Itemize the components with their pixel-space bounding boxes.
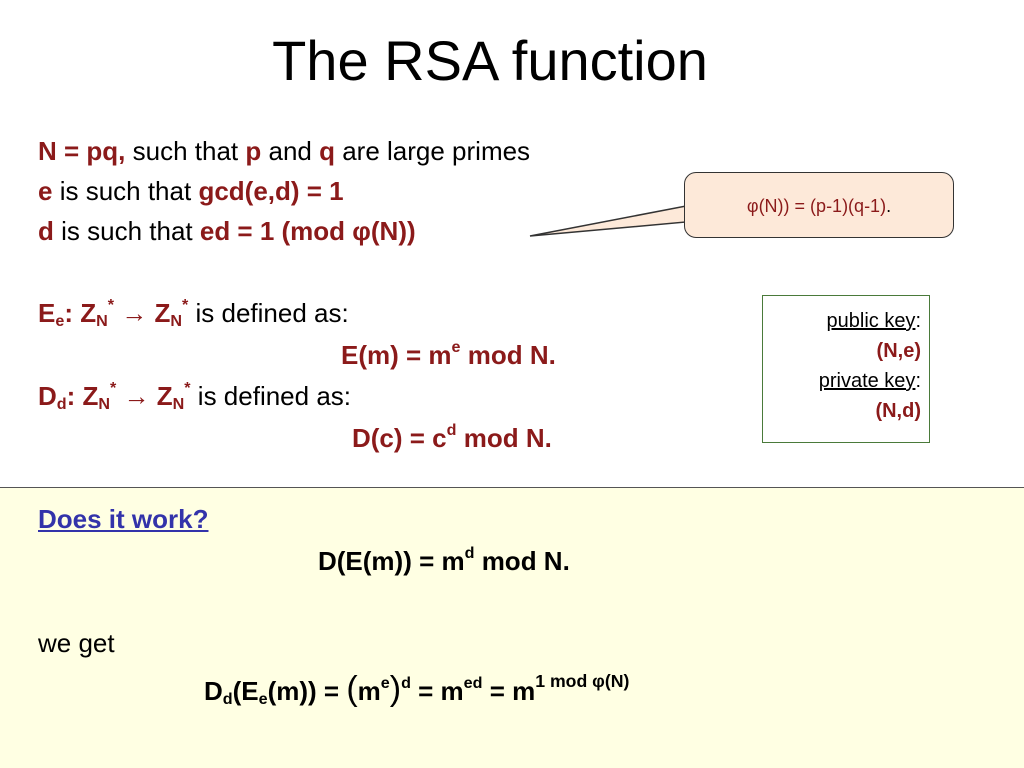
- public-key-value: (N,e): [876, 340, 921, 362]
- and-text: and: [261, 136, 320, 166]
- decryption-formula: D(c) = cd mod N.: [352, 420, 552, 453]
- composition-formula: D(E(m)) = md mod N.: [318, 543, 570, 576]
- public-key-row: public key:: [826, 310, 922, 332]
- encryption-definition-text: is defined as:: [188, 298, 349, 328]
- private-key-row: private key:: [818, 370, 921, 392]
- e-variable: e: [38, 176, 53, 206]
- encryption-formula: E(m) = me mod N.: [341, 337, 556, 370]
- public-key-label: public key: [826, 310, 916, 332]
- phi-callout-text: φ(N)) = (p-1)(q-1): [746, 196, 887, 216]
- decryption-function-name: Dd: ZN* → ZN*: [38, 378, 191, 414]
- d-definition-text: is such that: [53, 216, 200, 246]
- n-definition: N = pq, such that p and q are large prim…: [38, 136, 530, 167]
- e-definition-text: is such that: [52, 176, 199, 206]
- primes-text: are large primes: [334, 136, 531, 166]
- q-variable: q: [319, 136, 335, 166]
- encryption-definition: Ee: ZN* → ZN* is defined as:: [38, 295, 349, 331]
- private-key-value: (N,d): [875, 400, 921, 422]
- n-definition-text: such that: [125, 136, 246, 166]
- n-definition-term: N = pq,: [38, 136, 126, 166]
- we-get-text: we get: [38, 628, 115, 658]
- derivation-formula: Dd(Ee(m)) = (me)d = med = m1 mod φ(N): [204, 670, 630, 709]
- private-key-label: private key: [818, 370, 916, 392]
- gcd-condition: gcd(e,d) = 1: [198, 176, 344, 206]
- e-definition: e is such that gcd(e,d) = 1: [38, 176, 344, 207]
- decryption-definition: Dd: ZN* → ZN* is defined as:: [38, 378, 352, 414]
- d-definition: d is such that ed = 1 (mod φ(N)): [38, 216, 416, 247]
- phi-callout: φ(N)) = (p-1)(q-1).: [684, 172, 954, 238]
- encryption-function-name: Ee: ZN* → ZN*: [38, 295, 189, 331]
- does-it-work-heading: Does it work?: [38, 504, 209, 534]
- page-title: The RSA function: [272, 29, 708, 92]
- key-box: public key: (N,e) private key: (N,d): [762, 295, 930, 443]
- p-variable: p: [245, 136, 262, 166]
- phi-callout-dot: .: [886, 196, 892, 216]
- does-it-work-panel: [0, 487, 1024, 768]
- d-variable: d: [38, 216, 54, 246]
- decryption-definition-text: is defined as:: [190, 381, 352, 411]
- ed-condition: ed = 1 (mod φ(N)): [199, 216, 416, 246]
